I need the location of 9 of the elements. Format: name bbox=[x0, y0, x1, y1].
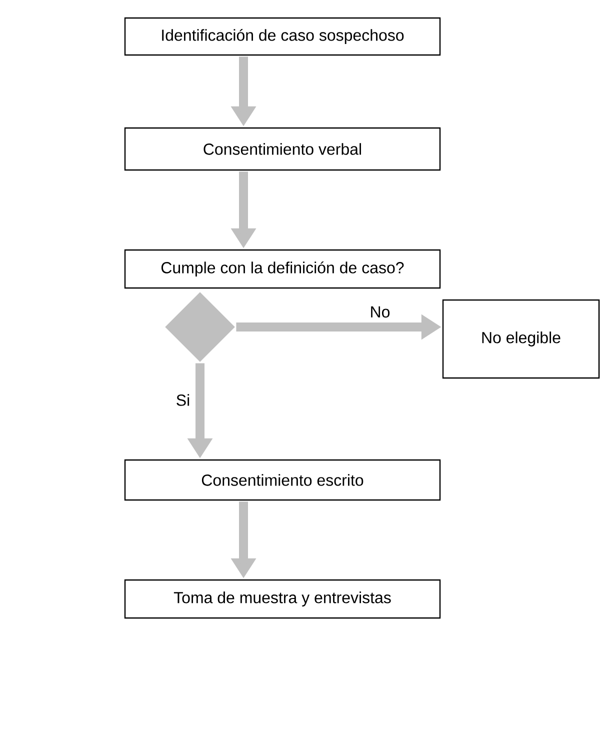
decision-diamond bbox=[165, 292, 235, 362]
edge-label: No bbox=[371, 306, 390, 318]
process-box: Identificación de caso sospechoso bbox=[124, 17, 441, 56]
process-box: No elegible bbox=[442, 299, 600, 379]
process-box: Cumple con la definición de caso? bbox=[124, 249, 441, 289]
process-box: Consentimiento escrito bbox=[124, 459, 441, 501]
process-box: Toma de muestra y entrevistas bbox=[124, 579, 441, 619]
process-box: Consentimiento verbal bbox=[124, 127, 441, 171]
edge-label: Si bbox=[176, 394, 190, 406]
